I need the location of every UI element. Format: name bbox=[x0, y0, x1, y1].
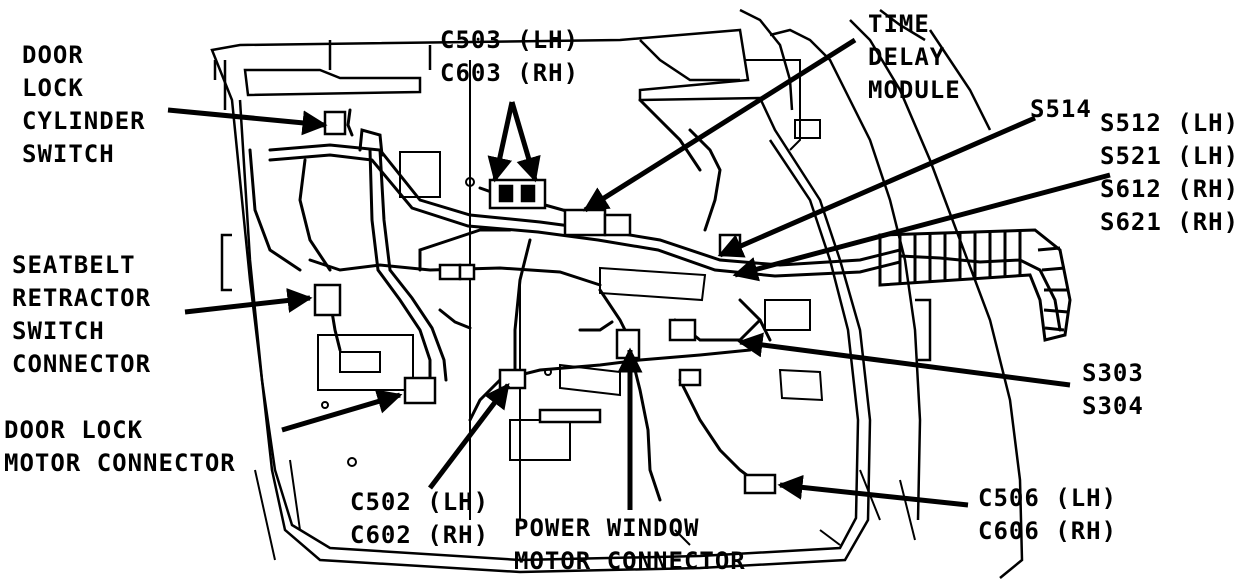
label-c506-c606: C506 (LH) C606 (RH) bbox=[978, 484, 1118, 545]
leader-arrows bbox=[167, 37, 1111, 510]
label-door-lock-motor-connector: DOOR LOCK MOTOR CONNECTOR bbox=[4, 416, 236, 477]
label-c503-c603: C503 (LH) C603 (RH) bbox=[440, 26, 580, 87]
inner-panels bbox=[254, 59, 916, 561]
door-shell bbox=[210, 8, 1024, 579]
label-seatbelt-retractor-switch-connector: SEATBELT RETRACTOR SWITCH CONNECTOR bbox=[12, 251, 152, 378]
label-door-lock-cylinder-switch: DOOR LOCK CYLINDER SWITCH bbox=[22, 41, 146, 168]
conduit-boot bbox=[878, 228, 1072, 342]
label-s512-s521-s612-s621: S512 (LH) S521 (LH) S612 (RH) S621 (RH) bbox=[1100, 109, 1240, 236]
connectors bbox=[313, 110, 777, 495]
label-time-delay-module: TIME DELAY MODULE bbox=[868, 10, 961, 104]
label-s303-s304: S303 S304 bbox=[1082, 359, 1144, 420]
label-c502-c602: C502 (LH) C602 (RH) bbox=[350, 488, 490, 549]
label-s514: S514 bbox=[1030, 95, 1092, 123]
label-power-window-motor-connector: POWER WINDOW MOTOR CONNECTOR bbox=[514, 514, 746, 575]
